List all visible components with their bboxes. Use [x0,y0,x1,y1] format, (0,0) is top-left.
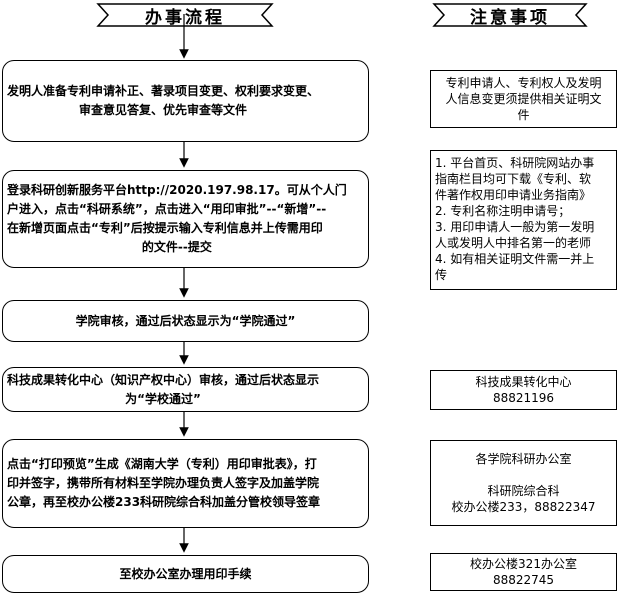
flow-step-1-text: 发明人准备专利申请补正、著录项目变更、权利要求变更、 审查意见答复、优先审查等文… [7,84,320,117]
notes-header-banner: 注意事项 [432,2,588,28]
flow-step-6: 至校办公室办理用印手续 [2,555,369,593]
flow-step-3-text: 学院审核，通过后状态显示为“学院通过” [75,313,296,328]
note-transfer-center: 科技成果转化中心 88821196 [430,370,617,410]
flow-step-3: 学院审核，通过后状态显示为“学院通过” [2,300,369,342]
flow-header-banner: 办事流程 [96,2,274,28]
flow-step-4: 科技成果转化中心（知识产权中心）审核，通过后状态显示 为“学校通过” [2,367,369,412]
flow-step-4-text: 科技成果转化中心（知识产权中心）审核，通过后状态显示 为“学校通过” [7,372,320,406]
banner-shape [432,3,588,27]
note-research-office: 各学院科研办公室 科研院综合科 校办公楼233，88822347 [430,440,617,526]
banner-shape [96,3,274,27]
note-platform-tips: 1. 平台首页、科研院网站办事 指南栏目均可下载《专利、软 件著作权用印申请业务… [430,150,617,290]
note-school-office: 校办公楼321办公室 88822745 [430,553,617,591]
flow-step-2-text: 登录科研创新服务平台http://2020.197.98.17。可从个人门 户进… [7,183,347,254]
flow-step-6-text: 至校办公室办理用印手续 [119,566,252,581]
note-info-change: 专利申请人、专利权人及发明 人信息变更须提供相关证明文 件 [430,70,617,128]
flow-step-2: 登录科研创新服务平台http://2020.197.98.17。可从个人门 户进… [2,170,369,268]
flow-step-5: 点击“打印预览”生成《湖南大学（专利）用印审批表》，打 印并签字，携带所有材料至… [2,439,369,528]
flow-step-1: 发明人准备专利申请补正、著录项目变更、权利要求变更、 审查意见答复、优先审查等文… [2,60,369,142]
flow-step-5-text: 点击“打印预览”生成《湖南大学（专利）用印审批表》，打 印并签字，携带所有材料至… [7,457,321,509]
notes-header-title: 注意事项 [470,7,550,28]
